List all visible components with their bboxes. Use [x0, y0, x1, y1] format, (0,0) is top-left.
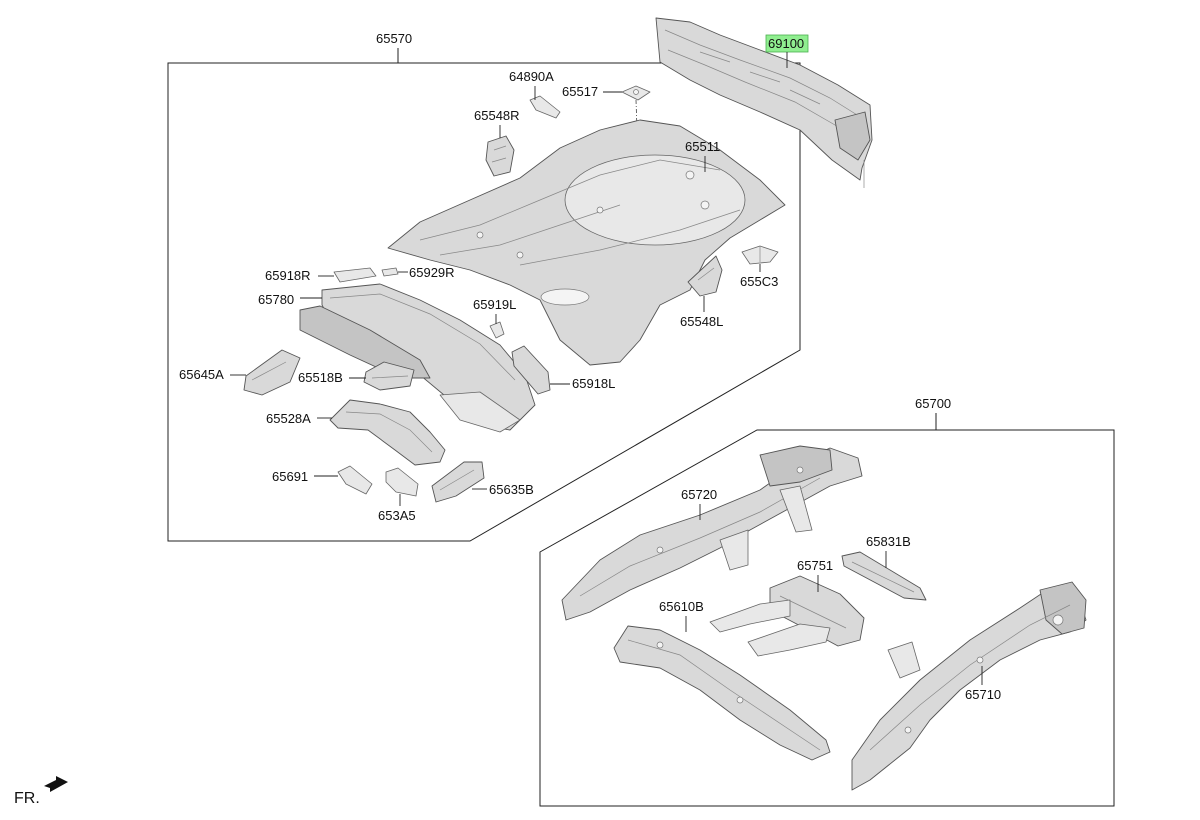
part-65831B: [841, 551, 927, 601]
label-65691[interactable]: 65691: [272, 469, 308, 484]
label-65918R[interactable]: 65918R: [265, 268, 311, 283]
part-65610B: [613, 625, 831, 761]
label-65528A[interactable]: 65528A: [266, 411, 311, 426]
part-65918L: [511, 345, 551, 395]
part-65548R: [485, 135, 515, 177]
part-64890A: [529, 95, 561, 119]
label-65929R[interactable]: 65929R: [409, 265, 455, 280]
part-65511-floor-pan: [387, 119, 786, 366]
label-65780[interactable]: 65780: [258, 292, 294, 307]
label-65518B[interactable]: 65518B: [298, 370, 343, 385]
part-655C3: [741, 245, 779, 265]
label-65918L[interactable]: 65918L: [572, 376, 615, 391]
part-65720-side-member: [561, 445, 863, 621]
part-69100-back-panel: [655, 17, 873, 188]
front-label: FR.: [14, 790, 40, 807]
label-65645A[interactable]: 65645A: [179, 367, 224, 382]
front-arrow-icon: [44, 776, 68, 792]
group-label-rear-floor[interactable]: 65570: [376, 31, 412, 46]
label-655C3[interactable]: 655C3: [740, 274, 778, 289]
label-65710[interactable]: 65710: [965, 687, 1001, 702]
label-65831B[interactable]: 65831B: [866, 534, 911, 549]
label-65511[interactable]: 65511: [685, 139, 720, 154]
part-65635B: [431, 461, 485, 503]
label-69100[interactable]: 69100: [768, 36, 804, 51]
part-65548L: [687, 255, 723, 297]
part-65780-cross-member: [299, 283, 536, 433]
part-65691: [337, 465, 373, 495]
part-65751: [709, 575, 865, 657]
label-65548L[interactable]: 65548L: [680, 314, 723, 329]
front-direction-indicator: FR.: [14, 776, 68, 807]
label-653A5[interactable]: 653A5: [378, 508, 416, 523]
group-label-rear-frame[interactable]: 65700: [915, 396, 951, 411]
label-65751[interactable]: 65751: [797, 558, 833, 573]
label-65720[interactable]: 65720: [681, 487, 717, 502]
group-frame-rear-frame: 65700: [539, 396, 1115, 807]
part-65518B: [363, 361, 415, 391]
label-65635B[interactable]: 65635B: [489, 482, 534, 497]
part-65517: [621, 85, 651, 101]
label-65919L[interactable]: 65919L: [473, 297, 516, 312]
label-65517[interactable]: 65517: [562, 84, 598, 99]
part-65528A: [329, 399, 446, 466]
label-65610B[interactable]: 65610B: [659, 599, 704, 614]
part-65929R: [381, 267, 399, 277]
part-65710: [851, 581, 1087, 791]
part-65645A: [243, 349, 301, 396]
part-65918R: [333, 267, 377, 283]
part-653A5: [385, 467, 419, 497]
part-65919L: [489, 321, 505, 339]
label-65548R[interactable]: 65548R: [474, 108, 520, 123]
label-64890A[interactable]: 64890A: [509, 69, 554, 84]
